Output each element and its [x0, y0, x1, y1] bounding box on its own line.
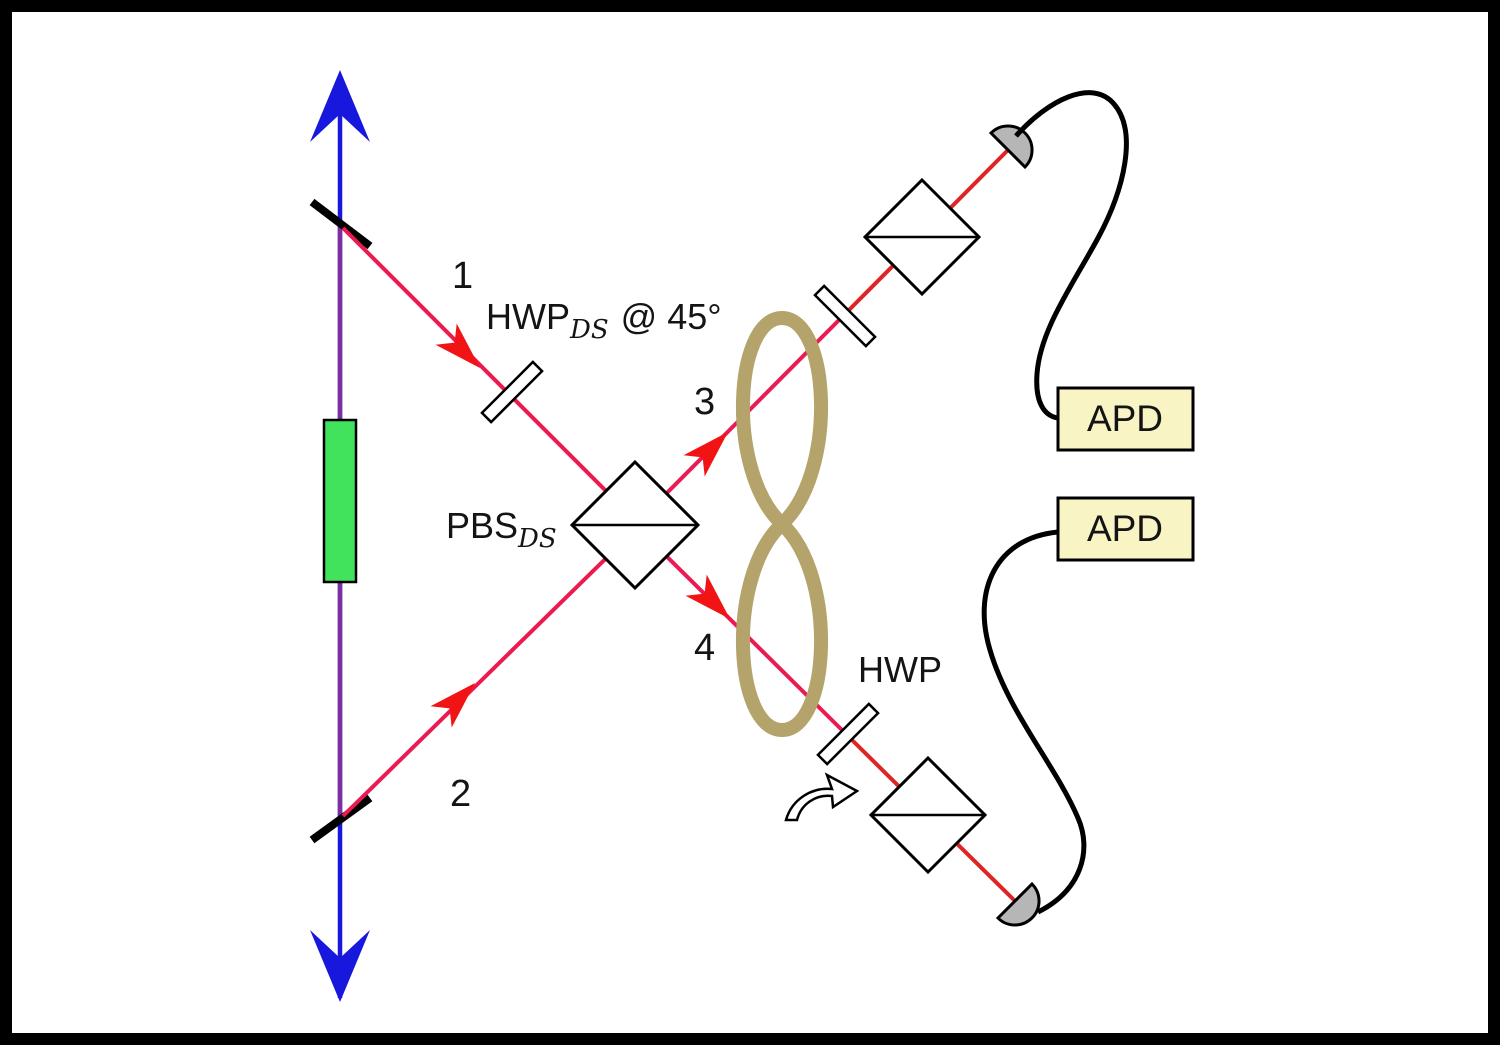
beam-1-arrowhead-icon — [435, 323, 480, 368]
apd-bottom: APD — [1056, 496, 1195, 562]
beam-4-arrowhead-icon — [685, 574, 730, 619]
detector-upper-icon — [988, 124, 1034, 170]
nonlinear-crystal — [322, 418, 358, 584]
waveplate-upper-arm — [813, 284, 877, 348]
apd-top: APD — [1056, 386, 1195, 452]
beam-4-label: 4 — [694, 627, 715, 669]
apd-box-top — [1056, 386, 1195, 452]
beam-1-line — [341, 226, 640, 525]
fiber-cable-lower — [981, 529, 1087, 915]
hwp-label: HWP — [858, 649, 942, 690]
apd-label-top: APD — [1087, 398, 1163, 439]
pbs-upper — [862, 177, 982, 297]
hwp-ds-label: HWPDS@ 45° — [486, 296, 722, 345]
beam-2-label: 2 — [450, 773, 471, 815]
apd-label-bottom: APD — [1087, 508, 1163, 549]
rotation-arrow-icon — [784, 772, 860, 822]
beam-2-line — [341, 525, 640, 818]
beam-2-arrowhead-icon — [430, 683, 475, 728]
pump-arrow-top-icon — [310, 70, 370, 142]
fiber-loop-figure-eight — [735, 311, 829, 737]
detector-lower-icon — [995, 881, 1041, 927]
mirror-top — [309, 198, 373, 250]
hwp-lower-plate — [816, 702, 880, 766]
beam-3-label: 3 — [694, 381, 715, 423]
beam-1-label: 1 — [452, 255, 473, 297]
hwp-ds-plate — [480, 360, 544, 424]
fiber-cable-upper — [1014, 90, 1129, 421]
pbs-ds-label: PBSDS — [446, 505, 557, 554]
pbs-ds — [569, 459, 701, 591]
pump-arrow-bottom-icon — [310, 930, 370, 1002]
mirror-bottom — [309, 794, 373, 844]
pbs-lower — [868, 755, 988, 875]
apd-box-bottom — [1056, 496, 1195, 562]
beam-3-arrowhead-icon — [683, 432, 728, 477]
